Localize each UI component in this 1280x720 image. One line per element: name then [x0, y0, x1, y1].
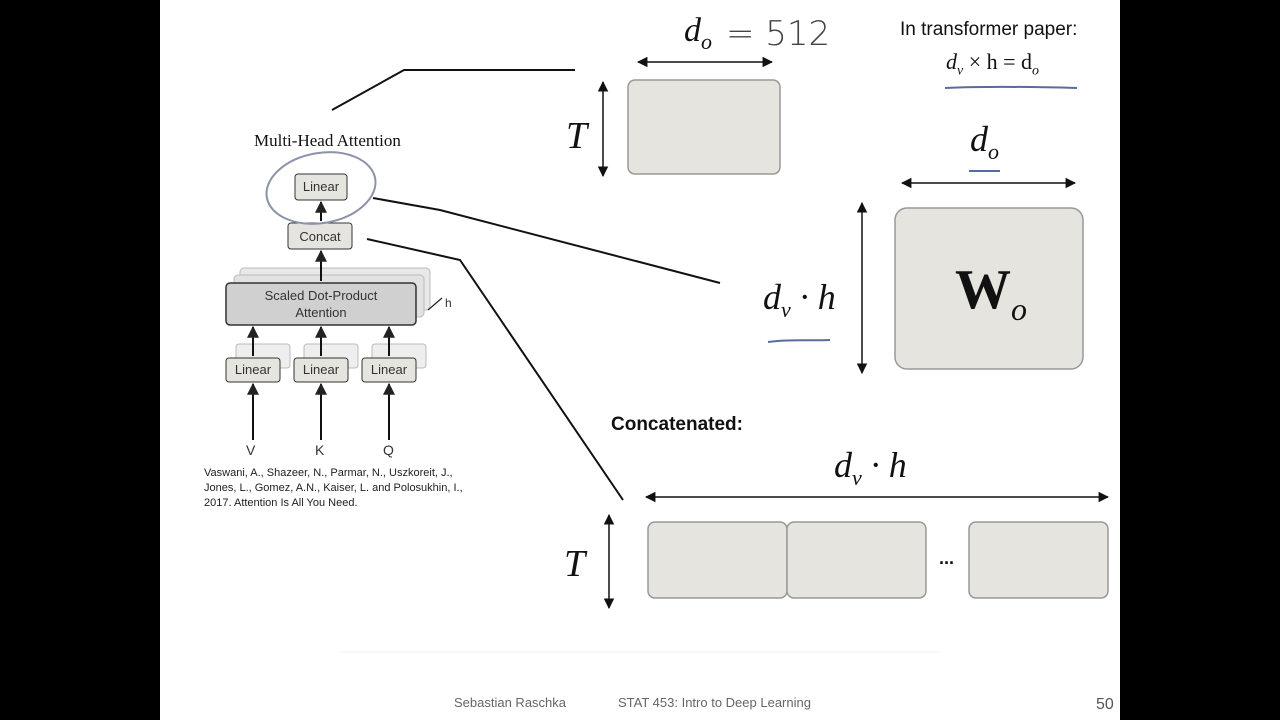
connector-line-weight [372, 197, 721, 284]
concat-head-2 [786, 521, 927, 599]
connector-line-concat [366, 238, 624, 501]
output-matrix [627, 79, 781, 175]
note-underline [944, 85, 1078, 89]
input-v: V [246, 442, 256, 458]
concat-height-label: T [564, 543, 586, 585]
concat-ellipsis: ... [939, 548, 955, 568]
weight-matrix [894, 207, 1084, 370]
footer-course: STAT 453: Intro to Deep Learning [618, 695, 811, 710]
sdpa-label-line2: Attention [295, 305, 347, 320]
circle-highlight [265, 151, 377, 225]
linear-top-label: Linear [302, 179, 340, 194]
slide: Multi-Head Attention Linear Concat Scale… [160, 0, 1120, 720]
weight-top-label: do [970, 119, 999, 165]
concat-width-label: dv · h [834, 445, 907, 491]
linear-k-block [293, 357, 349, 383]
output-width-label: do [684, 12, 712, 54]
input-q: Q [383, 442, 394, 458]
sdpa-block [225, 282, 417, 326]
connector-line-output [331, 69, 575, 111]
citation: Vaswani, A., Shazeer, N., Parmar, N., Us… [204, 467, 463, 509]
concatenated-heading: Concatenated: [611, 414, 743, 435]
diagram-title: Multi-Head Attention [254, 131, 401, 150]
page-number: 50 [1096, 696, 1114, 713]
concat-head-1 [647, 521, 788, 599]
sdpa-label-line1: Scaled Dot-Product [264, 288, 378, 303]
linear-q-label: Linear [370, 362, 408, 377]
weight-side-label: dv · h [763, 277, 836, 323]
note-heading: In transformer paper: [900, 19, 1078, 40]
linear-v-block [225, 357, 281, 383]
output-height-label: T [566, 115, 588, 157]
concat-label: Concat [299, 229, 341, 244]
input-k: K [315, 442, 325, 458]
footer-author: Sebastian Raschka [454, 695, 567, 710]
weight-matrix-label: Wo [955, 259, 1027, 328]
note-equation: dv × h = do [946, 49, 1040, 79]
weight-side-underline [767, 339, 831, 343]
linear-k-label: Linear [302, 362, 340, 377]
linear-q-block [361, 357, 417, 383]
linear-top-block [294, 173, 348, 201]
handwritten-512: = 512 [726, 14, 831, 54]
diagram-graphics [225, 56, 1110, 653]
h-pointer [427, 297, 443, 311]
concat-head-n [968, 521, 1109, 599]
h-label: h [445, 296, 452, 310]
linear-v-label: Linear [234, 362, 272, 377]
